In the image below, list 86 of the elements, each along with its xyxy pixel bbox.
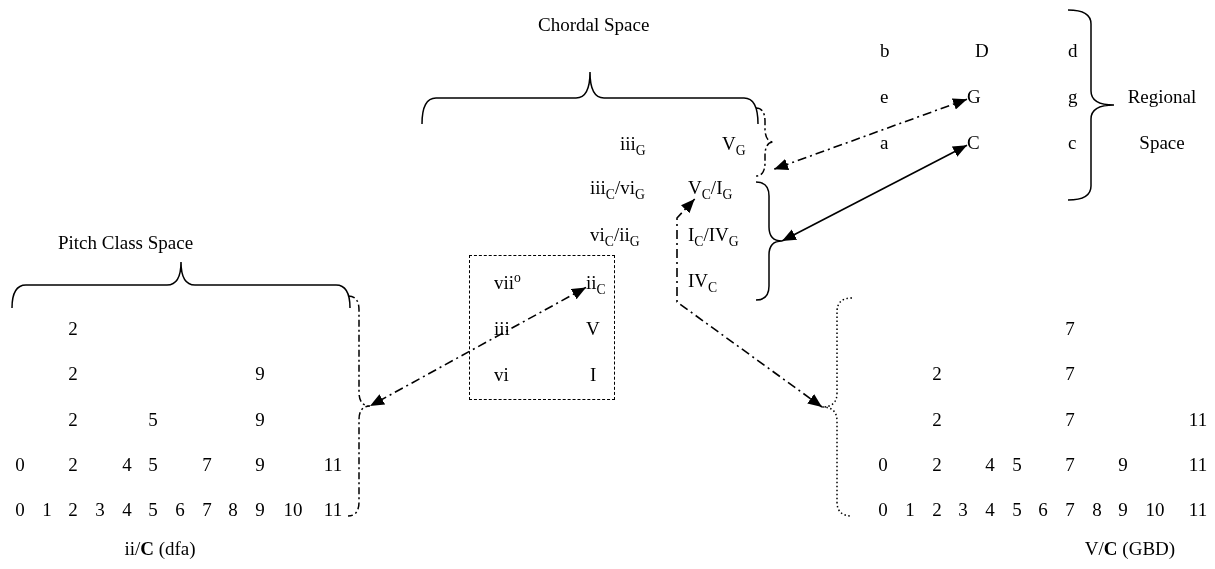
pitch-class-number: 0 xyxy=(877,499,889,521)
curly-brace xyxy=(756,108,774,176)
pitch-class-number: 2 xyxy=(67,409,79,431)
pitch-class-number: 4 xyxy=(121,454,133,476)
pitch-class-number: 7 xyxy=(1064,318,1076,340)
pitch-class-number: 2 xyxy=(931,363,943,385)
pitch-class-number: 0 xyxy=(877,454,889,476)
pitch-class-number: 2 xyxy=(67,363,79,385)
key-label: C xyxy=(967,132,980,154)
pitch-class-number: 7 xyxy=(1064,499,1076,521)
pitch-class-number: 7 xyxy=(1064,409,1076,431)
double-arrow xyxy=(781,144,968,242)
key-label: G xyxy=(967,86,981,108)
pitch-class-number: 9 xyxy=(254,499,266,521)
space-heading: Chordal Space xyxy=(538,14,650,36)
pitch-class-number: 7 xyxy=(201,499,213,521)
key-label: V$_{C}$/I$_{G}$ xyxy=(688,177,733,199)
pitch-class-number: 0 xyxy=(14,454,26,476)
pitch-class-number: 6 xyxy=(1037,499,1049,521)
pitch-class-number: 7 xyxy=(1064,454,1076,476)
pitch-class-number: 11 xyxy=(1187,409,1209,431)
double-arrow xyxy=(773,98,968,170)
chord-label: V xyxy=(586,318,600,340)
chord-region-box xyxy=(469,255,615,400)
key-label: a xyxy=(880,132,889,154)
pitch-class-number: 2 xyxy=(67,499,79,521)
pitch-class-number: 2 xyxy=(931,409,943,431)
pitch-class-number: 2 xyxy=(931,454,943,476)
chord-label: iii$_{C}$/vi$_{G}$ xyxy=(590,177,645,199)
pitch-class-number: 2 xyxy=(67,318,79,340)
key-label: D xyxy=(975,40,989,62)
pitch-class-number: 9 xyxy=(254,409,266,431)
key-label: g xyxy=(1068,86,1078,108)
pitch-class-number: 5 xyxy=(147,409,159,431)
pitch-class-number: 7 xyxy=(201,454,213,476)
chord-label: I$_{C}$/IV$_{G}$ xyxy=(688,224,739,246)
pitch-class-number: 10 xyxy=(1144,499,1166,521)
pitch-class-number: 8 xyxy=(1091,499,1103,521)
pitch-class-number: 9 xyxy=(254,454,266,476)
pitch-class-number: 8 xyxy=(227,499,239,521)
chord-label: vii$^{o}$ xyxy=(494,272,521,294)
pitch-class-number: 3 xyxy=(957,499,969,521)
space-heading: Pitch Class Space xyxy=(58,232,194,254)
key-label: c xyxy=(1068,132,1077,154)
chord-label: ii$_{C}$ xyxy=(586,272,606,294)
pitch-class-number: 6 xyxy=(174,499,186,521)
pitch-class-number: 3 xyxy=(94,499,106,521)
pitch-class-number: 9 xyxy=(1117,454,1129,476)
pitch-class-number: 2 xyxy=(931,499,943,521)
pitch-class-number: 4 xyxy=(121,499,133,521)
chord-caption: V/C (GBD) xyxy=(1083,538,1177,560)
chord-label: vi$_{C}$/ii$_{G}$ xyxy=(590,224,640,246)
pitch-class-number: 4 xyxy=(984,454,996,476)
pitch-class-number: 4 xyxy=(984,499,996,521)
pitch-class-number: 1 xyxy=(41,499,53,521)
key-label: d xyxy=(1068,40,1078,62)
chord-label: V$_{G}$ xyxy=(722,133,746,155)
chord-label: IV$_{C}$ xyxy=(688,270,718,292)
pitch-class-number: 11 xyxy=(1187,499,1209,521)
pitch-class-number: 0 xyxy=(14,499,26,521)
pitch-class-number: 9 xyxy=(1117,499,1129,521)
chord-caption: ii/C (dfa) xyxy=(123,538,197,560)
chord-label: I xyxy=(590,364,597,386)
pitch-class-number: 11 xyxy=(322,499,344,521)
chord-label: iii$_{G}$ xyxy=(620,133,646,155)
key-label: b xyxy=(880,40,890,62)
pitch-class-number: 5 xyxy=(147,499,159,521)
chord-label: iii xyxy=(494,318,510,340)
pitch-class-number: 11 xyxy=(322,454,344,476)
curly-brace xyxy=(348,296,370,516)
pitch-class-number: 5 xyxy=(1011,454,1023,476)
chord-label: vi xyxy=(494,364,509,386)
curly-brace xyxy=(756,182,782,300)
pitch-class-number: 2 xyxy=(67,454,79,476)
pitch-class-number: 5 xyxy=(147,454,159,476)
curly-brace xyxy=(822,298,852,516)
space-heading: Regional Space xyxy=(1126,85,1198,155)
pitch-class-number: 11 xyxy=(1187,454,1209,476)
pitch-class-number: 10 xyxy=(282,499,304,521)
pitch-class-number: 1 xyxy=(904,499,916,521)
double-arrow xyxy=(369,286,587,407)
pitch-class-number: 9 xyxy=(254,363,266,385)
pitch-class-number: 7 xyxy=(1064,363,1076,385)
key-label: e xyxy=(880,86,889,108)
double-arrow xyxy=(676,198,823,408)
pitch-class-number: 5 xyxy=(1011,499,1023,521)
